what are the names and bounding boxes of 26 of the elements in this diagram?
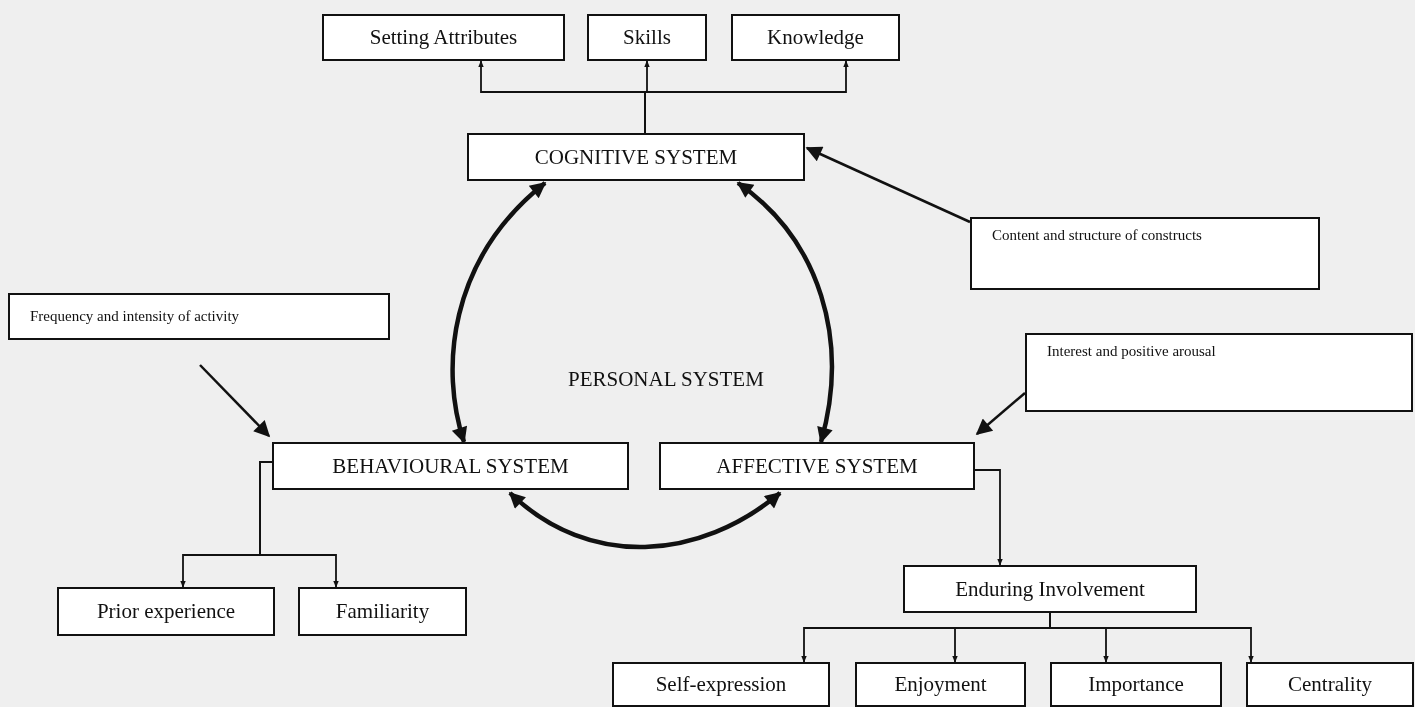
text-box: Familiarity — [298, 587, 467, 636]
text-box: Setting Attributes — [322, 14, 565, 61]
text-box: Enduring Involvement — [903, 565, 1197, 613]
curved-arrow — [508, 491, 782, 550]
text-box: AFFECTIVE SYSTEM — [659, 442, 975, 490]
text-box: Interest and positive arousal — [1025, 333, 1413, 412]
arrow — [1049, 612, 1254, 663]
text-box: Self-expression — [612, 662, 830, 707]
text-box: Enjoyment — [855, 662, 1026, 707]
text-box: Knowledge — [731, 14, 900, 61]
arrow — [805, 146, 971, 224]
text-box: COGNITIVE SYSTEM — [467, 133, 805, 181]
text-box: Centrality — [1246, 662, 1414, 707]
arrow — [259, 461, 339, 588]
arrow — [975, 392, 1026, 436]
diagram-label: PERSONAL SYSTEM — [568, 367, 764, 392]
curved-arrow — [736, 181, 835, 444]
text-box: Content and structure of constructs — [970, 217, 1320, 290]
text-box: Prior experience — [57, 587, 275, 636]
text-box: Frequency and intensity of activity — [8, 293, 390, 340]
text-box: BEHAVIOURAL SYSTEM — [272, 442, 629, 490]
curved-arrow — [450, 181, 547, 444]
text-box: Importance — [1050, 662, 1222, 707]
text-box: Skills — [587, 14, 707, 61]
arrow — [199, 364, 271, 438]
arrow — [974, 469, 1003, 566]
